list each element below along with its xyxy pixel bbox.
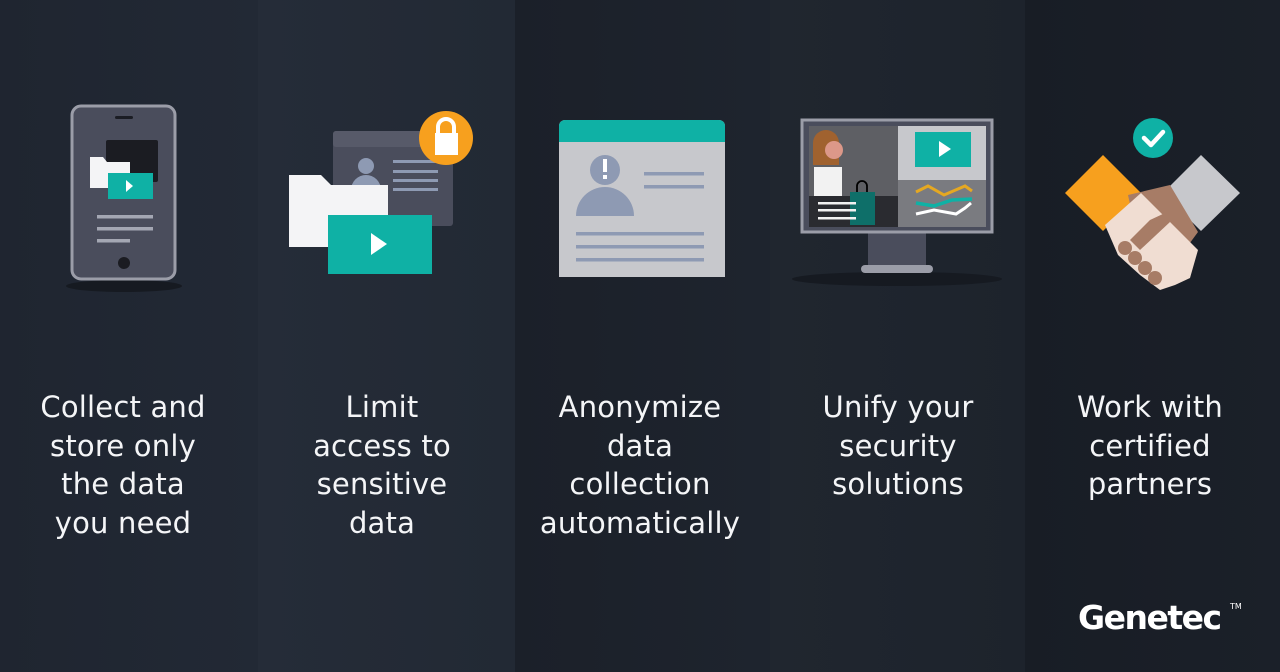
genetec-logo: Genetec [1078, 598, 1222, 637]
phone-with-folder-video-icon [66, 104, 182, 292]
panel-unify [770, 0, 1025, 672]
anonymous-profile-window-icon [559, 120, 725, 277]
panel-limit-access [258, 0, 515, 672]
caption-anonymize: Anonymize data collection automatically [539, 390, 741, 540]
caption-unify: Unify your security solutions [822, 390, 974, 501]
caption-collect: Collect and store only the data you need [40, 390, 206, 540]
handshake-checkmark-icon [1065, 118, 1240, 290]
locked-profile-folder-video-icon [289, 111, 473, 274]
panel-anonymize [515, 0, 770, 672]
trademark-symbol: TM [1230, 602, 1242, 611]
monitor-unified-view-icon [792, 118, 1002, 286]
caption-partners: Work with certified partners [1077, 390, 1223, 501]
panel-partners [1025, 0, 1280, 672]
caption-limit-access: Limit access to sensitive data [313, 390, 451, 540]
